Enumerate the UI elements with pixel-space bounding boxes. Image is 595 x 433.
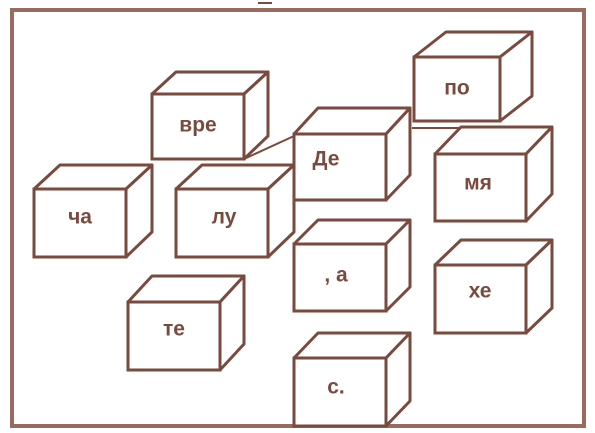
cube-po-label: по [444, 77, 470, 100]
cube-khe: хе [433, 238, 554, 335]
cube-lu-label: лу [212, 206, 237, 229]
cube-s-dot-label: с. [327, 376, 345, 399]
cube-vre: вре [150, 70, 270, 161]
cube-comma-a-label: , а [324, 264, 348, 287]
cube-lu: лу [174, 163, 296, 259]
cube-s-dot: с. [292, 331, 412, 428]
cube-comma-a: , а [292, 218, 412, 313]
cube-te-label: те [163, 318, 185, 341]
cube-mya: мя [433, 125, 554, 223]
cube-cha: ча [32, 163, 154, 259]
cube-vre-label: вре [179, 114, 216, 137]
cube-mya-label: мя [464, 172, 492, 195]
cube-khe-label: хе [469, 280, 492, 303]
connector-line [243, 135, 295, 160]
cube-de: Де [292, 106, 412, 202]
cube-te: те [126, 274, 246, 372]
cube-po: по [412, 30, 534, 123]
cube-de-label: Де [313, 148, 340, 171]
cube-cha-label: ча [68, 206, 92, 229]
